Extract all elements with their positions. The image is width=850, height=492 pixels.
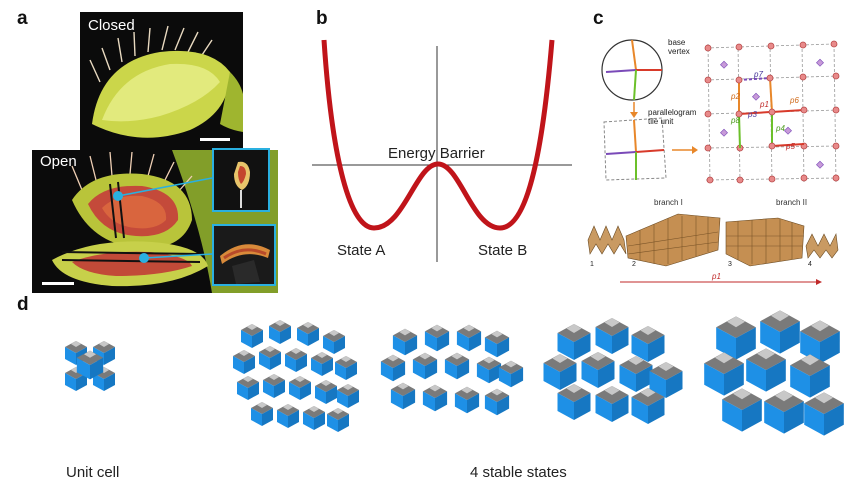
open-label: Open — [40, 153, 77, 170]
origami-branches — [587, 213, 839, 285]
tile-lattice-diagram — [601, 39, 840, 184]
parallelogram-tile-diagram — [603, 117, 667, 181]
stable-state-3-model — [543, 318, 683, 424]
inset-top — [212, 148, 270, 212]
p7-label: p7 — [754, 70, 763, 79]
unit-cell-model — [65, 341, 115, 391]
stable-state-2-model — [380, 324, 524, 416]
state-b-label: State B — [478, 242, 528, 259]
origami-stage-2 — [625, 213, 721, 267]
inset-bottom — [212, 224, 276, 286]
p6-label: p6 — [790, 96, 799, 105]
closed-label: Closed — [88, 17, 135, 34]
lattice-highlight-segments — [738, 77, 805, 149]
stage-label-2: 2 — [632, 261, 636, 268]
p4-label: p4 — [776, 124, 785, 133]
p8-label: p8 — [731, 116, 740, 125]
metamaterial-cells — [65, 310, 844, 436]
panel-letter-c: c — [593, 8, 604, 29]
panel-letter-a: a — [17, 8, 28, 29]
p5-label: p5 — [786, 142, 795, 151]
double-well-curve — [321, 39, 555, 231]
branch-1-label: branch I — [654, 198, 683, 207]
origami-stage-1 — [587, 225, 627, 255]
energy-barrier-label: Energy Barrier — [388, 145, 485, 162]
stage-label-1: 1 — [590, 261, 594, 268]
branch-2-label: branch II — [776, 198, 808, 207]
parallelogram-label: parallelogram tile unit — [648, 108, 697, 126]
p1-axis-label: p1 — [712, 272, 721, 281]
p1-label: p1 — [760, 100, 769, 109]
lattice-vertices — [704, 40, 840, 184]
base-vertex-label: base vertex — [668, 38, 690, 56]
flytrap-closed-photo: Closed — [80, 12, 243, 150]
state-a-label: State A — [337, 242, 386, 259]
stage-label-3: 3 — [728, 261, 732, 268]
panel-letter-b: b — [316, 8, 328, 29]
energy-landscape-plot — [312, 39, 572, 262]
stable-states-label: 4 stable states — [470, 464, 567, 481]
p3-label: p3 — [748, 110, 757, 119]
origami-stage-4 — [805, 232, 839, 259]
unit-cell-label: Unit cell — [66, 464, 120, 481]
stable-state-4-model — [704, 310, 844, 436]
origami-stage-3 — [725, 217, 805, 267]
base-vertex-diagram — [601, 39, 663, 101]
panel-letter-d: d — [17, 294, 29, 315]
stage-label-4: 4 — [808, 261, 812, 268]
p2-label: p2 — [731, 92, 740, 101]
stable-state-1-model — [233, 320, 359, 432]
